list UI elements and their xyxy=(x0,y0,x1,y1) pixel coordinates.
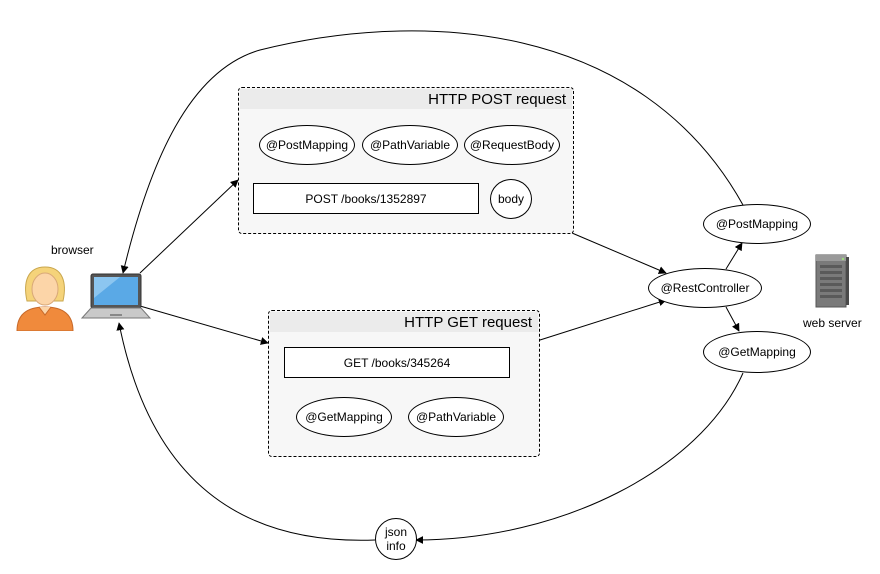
json-info-line1: json xyxy=(384,525,407,539)
json-to-laptop-arc xyxy=(116,322,376,541)
controller-to-postmapping-arrow xyxy=(725,242,743,270)
post-group-header: HTTP POST request xyxy=(240,89,572,109)
get-group-title: HTTP GET request xyxy=(404,314,532,331)
get-annotation-getmapping: @GetMapping xyxy=(296,397,392,437)
get-response-arc xyxy=(415,372,744,544)
post-annotation-pathvariable: @PathVariable xyxy=(362,125,458,165)
get-url-box: GET /books/345264 xyxy=(284,347,510,378)
web-server-label: web server xyxy=(803,316,862,330)
post-group-title: HTTP POST request xyxy=(428,91,566,108)
json-info-line2: info xyxy=(386,539,406,553)
post-annotation-requestbody: @RequestBody xyxy=(464,125,560,165)
web-server-icon xyxy=(815,254,849,308)
browser-label: browser xyxy=(51,243,94,257)
get-group-header: HTTP GET request xyxy=(270,312,538,332)
http-get-request-group: HTTP GET request xyxy=(268,310,540,457)
laptop-icon xyxy=(80,273,152,319)
rest-controller-node: @RestController xyxy=(648,268,762,308)
get-annotation-pathvariable: @PathVariable xyxy=(408,397,504,437)
laptop-to-post-arrow xyxy=(139,179,239,274)
post-to-controller-arrow xyxy=(571,232,667,274)
post-annotation-postmapping: @PostMapping xyxy=(259,125,355,165)
laptop-to-get-arrow xyxy=(139,305,269,345)
server-postmapping-node: @PostMapping xyxy=(703,204,811,244)
post-response-arc xyxy=(120,30,744,274)
user-icon xyxy=(16,266,74,331)
json-info-node: json info xyxy=(375,518,417,560)
controller-to-getmapping-arrow xyxy=(725,306,740,332)
get-to-controller-arrow xyxy=(539,298,667,341)
server-getmapping-node: @GetMapping xyxy=(703,331,811,373)
post-url-box: POST /books/1352897 xyxy=(253,183,479,214)
post-body-node: body xyxy=(490,179,532,219)
